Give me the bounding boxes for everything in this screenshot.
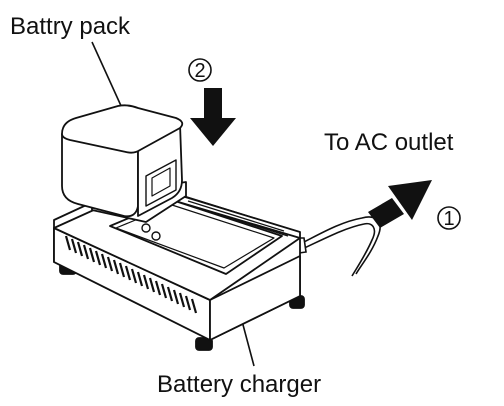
down-arrow-icon [190, 88, 236, 146]
battery-charger [53, 181, 305, 351]
ac-outlet-label: To AC outlet [324, 129, 454, 156]
step-2-number: 2 [194, 60, 205, 82]
step-2-marker: 2 [188, 58, 212, 82]
battery-charger-label: Battery charger [157, 371, 321, 398]
charger-vent-slots [64, 235, 198, 314]
step-1-number: 1 [443, 208, 454, 230]
battery-pack-leader [91, 41, 123, 109]
battery-pack-label: Battry pack [10, 13, 131, 40]
step-1-marker: 1 [437, 206, 461, 230]
power-cord [289, 216, 381, 277]
battery-pack [61, 104, 187, 223]
